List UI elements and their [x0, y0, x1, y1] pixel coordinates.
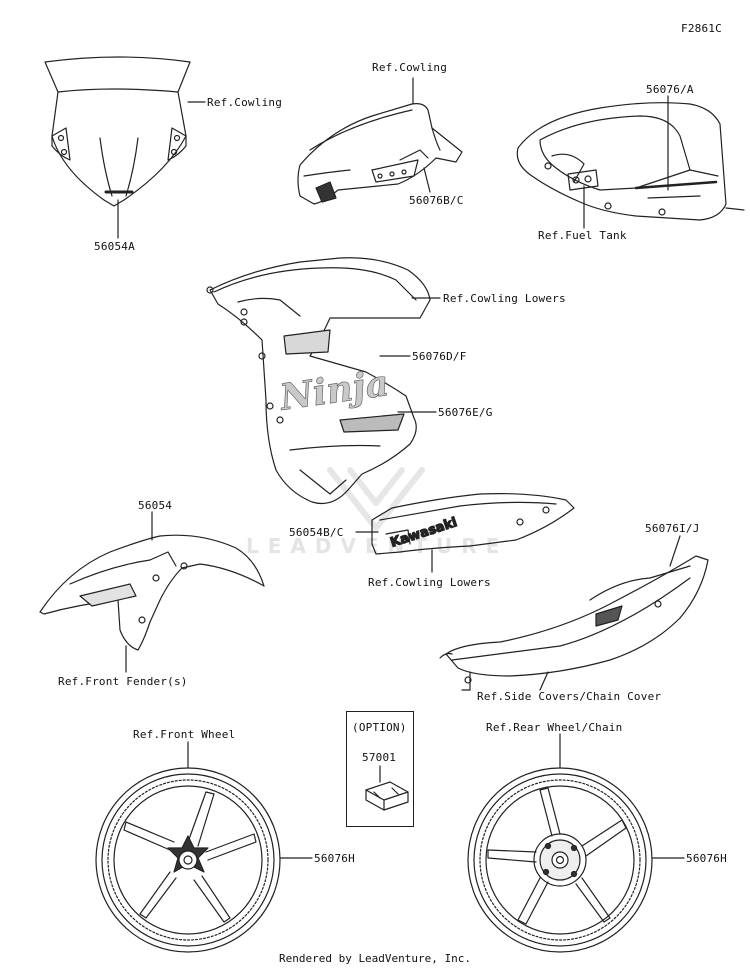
- footer-credit: Rendered by LeadVenture, Inc.: [278, 952, 472, 965]
- fuel-tank-part[interactable]: [516, 102, 745, 221]
- label-56054BC[interactable]: 56054B/C: [289, 526, 344, 539]
- leader-56076IJ: [669, 535, 681, 567]
- rear-wheel-part[interactable]: [467, 767, 653, 953]
- option-box: [346, 711, 414, 827]
- option-clip-part[interactable]: [365, 781, 409, 811]
- label-ref-front-fender[interactable]: Ref.Front Fender(s): [58, 675, 188, 688]
- front-fender-part[interactable]: [39, 534, 265, 651]
- front-wheel-part[interactable]: [95, 767, 281, 953]
- leader-ref-side-covers: [539, 671, 549, 691]
- label-ref-cowling-upper[interactable]: Ref.Cowling: [372, 61, 448, 74]
- ninja-decal-text: Ninja: [276, 362, 391, 419]
- label-option: (OPTION): [352, 721, 407, 734]
- label-56076IJ[interactable]: 56076I/J: [645, 522, 700, 535]
- label-56076H-front[interactable]: 56076H: [314, 852, 355, 865]
- label-56076A[interactable]: 56076/A: [646, 83, 694, 96]
- label-ref-side-covers[interactable]: Ref.Side Covers/Chain Cover: [477, 690, 662, 703]
- label-56076EG[interactable]: 56076E/G: [438, 406, 493, 419]
- windshield-part[interactable]: [44, 56, 191, 207]
- label-56054[interactable]: 56054: [138, 499, 173, 512]
- label-56076DF[interactable]: 56076D/F: [412, 350, 467, 363]
- label-56076H-rear[interactable]: 56076H: [686, 852, 727, 865]
- label-ref-rear-wheel[interactable]: Ref.Rear Wheel/Chain: [486, 721, 623, 734]
- label-ref-cowling-lowers-bottom[interactable]: Ref.Cowling Lowers: [368, 576, 491, 589]
- label-56076BC[interactable]: 56076B/C: [409, 194, 464, 207]
- label-ref-cowling-windshield[interactable]: Ref.Cowling: [207, 96, 283, 109]
- main-fairing-part[interactable]: [206, 257, 431, 505]
- belly-pan-part[interactable]: [371, 493, 575, 555]
- label-57001[interactable]: 57001: [362, 751, 397, 764]
- leader-56076BC: [423, 167, 431, 193]
- label-ref-fuel-tank[interactable]: Ref.Fuel Tank: [538, 229, 627, 242]
- label-56054A[interactable]: 56054A: [94, 240, 135, 253]
- watermark-emblem: [327, 467, 425, 531]
- kawasaki-decal-text: Kawasaki: [389, 515, 459, 551]
- label-ref-front-wheel[interactable]: Ref.Front Wheel: [133, 728, 236, 741]
- figure-code: F2861C: [681, 22, 722, 35]
- upper-cowling-part[interactable]: [297, 103, 463, 205]
- side-cover-part[interactable]: [439, 555, 709, 691]
- label-ref-cowling-lowers-top[interactable]: Ref.Cowling Lowers: [443, 292, 566, 305]
